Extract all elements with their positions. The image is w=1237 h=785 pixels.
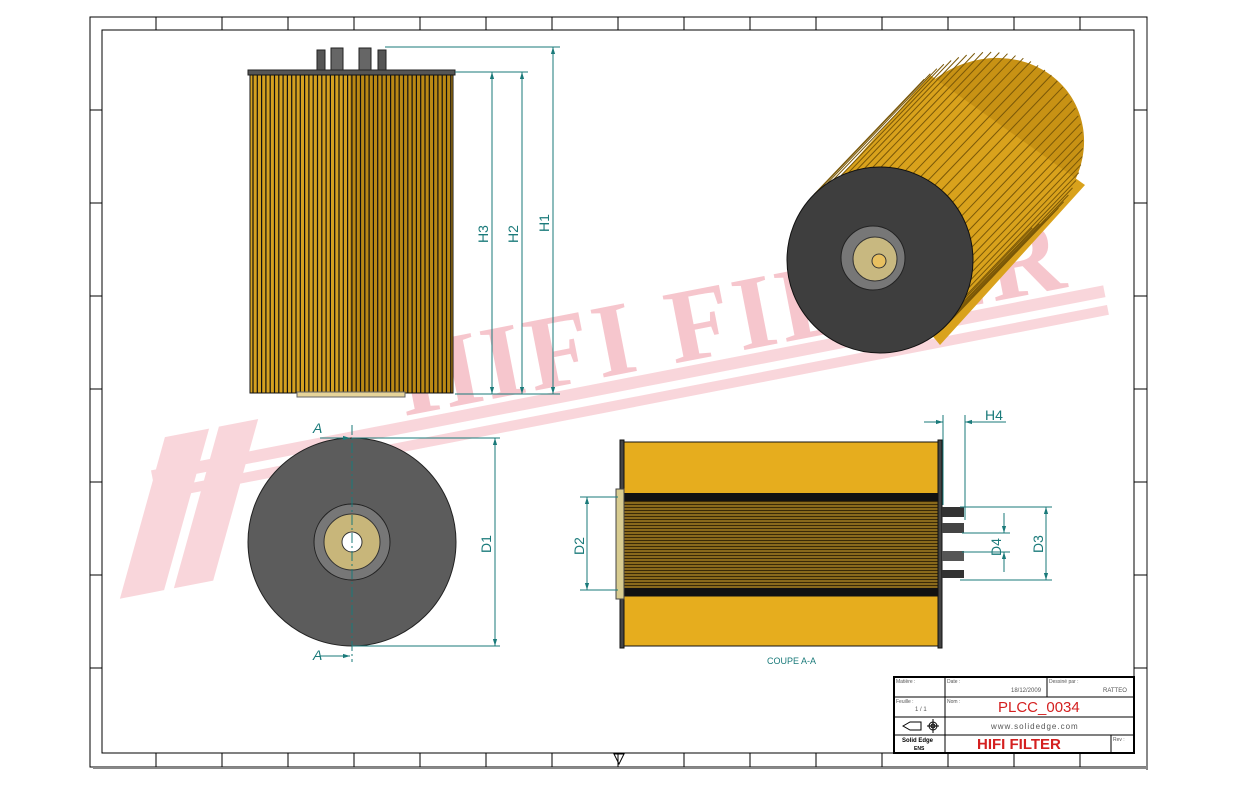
end-view: A A D1: [247, 420, 500, 663]
dim-d2: D2: [571, 537, 587, 555]
dim-d4: D4: [988, 538, 1004, 556]
dim-h3: H3: [475, 225, 491, 243]
border-grid-ticks: [90, 17, 1147, 767]
title-block: Matière : Date : 18/12/2009 Dessiné par …: [893, 676, 1135, 754]
pleat-line: [934, 69, 1046, 186]
section-marker-top: A: [312, 420, 322, 436]
drawn-by-label: Dessiné par :: [1049, 679, 1078, 685]
pleat-line: [958, 194, 1069, 311]
rev-label: Rev :: [1113, 737, 1125, 743]
sheet-label: Feuille :: [896, 699, 914, 705]
section-marker-bottom: A: [312, 647, 322, 663]
front-dimensions: H3 H2 H1: [385, 46, 560, 395]
name-label: Nom :: [947, 699, 960, 705]
pleat-line: [872, 51, 984, 168]
pleat-line: [848, 57, 960, 173]
dim-d3: D3: [1030, 535, 1046, 553]
drawn-by-value: RATTEO: [1103, 688, 1127, 694]
pleat-line: [856, 54, 968, 171]
pleat-line: [971, 131, 1083, 248]
pleat-line: [965, 180, 1077, 296]
pleat-line: [912, 57, 1024, 174]
pleat-line: [946, 80, 1058, 197]
pleat-line: [962, 187, 1073, 304]
pleat-line: [971, 156, 1083, 272]
isometric-view: [786, 51, 1085, 354]
material-label: Matière :: [896, 679, 915, 685]
dim-h2: H2: [505, 225, 521, 243]
pleat-line: [972, 148, 1084, 264]
pleat-line: [972, 139, 1084, 256]
company-name: HIFI FILTER: [977, 736, 1061, 753]
pleat-line: [826, 68, 938, 185]
pleat-line: [952, 86, 1064, 203]
projection-symbol-icon: [901, 719, 939, 733]
pleat-line: [968, 172, 1080, 289]
pleat-line: [920, 61, 1032, 177]
pleat-line: [967, 115, 1079, 232]
pleat-line: [957, 93, 1068, 210]
section-label: COUPE A-A: [767, 656, 816, 666]
pleat-line: [905, 55, 1016, 171]
sheet-center-marker: [613, 753, 625, 766]
pleat-line: [880, 51, 992, 168]
date-label: Date :: [947, 679, 960, 685]
pleat-line: [941, 74, 1052, 191]
section-view: COUPE A-A: [615, 439, 964, 666]
pleat-line: [819, 73, 931, 190]
date-value: 18/12/2009: [1011, 688, 1042, 694]
dim-h4: H4: [985, 407, 1003, 423]
website: www.solidedge.com: [990, 722, 1079, 731]
pleat-line: [970, 123, 1081, 240]
pleat-line: [833, 63, 945, 180]
pleat-line: [961, 100, 1073, 217]
pleat-line: [970, 164, 1082, 281]
section-dimensions: D2 H4 D4 D3: [571, 407, 1052, 591]
pleat-line: [813, 78, 925, 195]
pleat-line: [864, 52, 976, 169]
dim-d1: D1: [478, 535, 494, 553]
software-sub: ENS: [914, 746, 925, 752]
pleat-line: [965, 107, 1076, 224]
pleat-line: [888, 52, 1000, 168]
sheet-value: 1 / 1: [915, 707, 927, 713]
pleat-line: [927, 65, 1039, 181]
software-name: Solid Edge: [902, 738, 934, 744]
pleat-line: [840, 60, 952, 176]
pleat-line: [897, 53, 1008, 170]
pleat-line: [942, 213, 1053, 330]
front-view: [247, 47, 456, 398]
part-number: PLCC_0034: [998, 699, 1080, 716]
dim-h1: H1: [536, 214, 552, 232]
